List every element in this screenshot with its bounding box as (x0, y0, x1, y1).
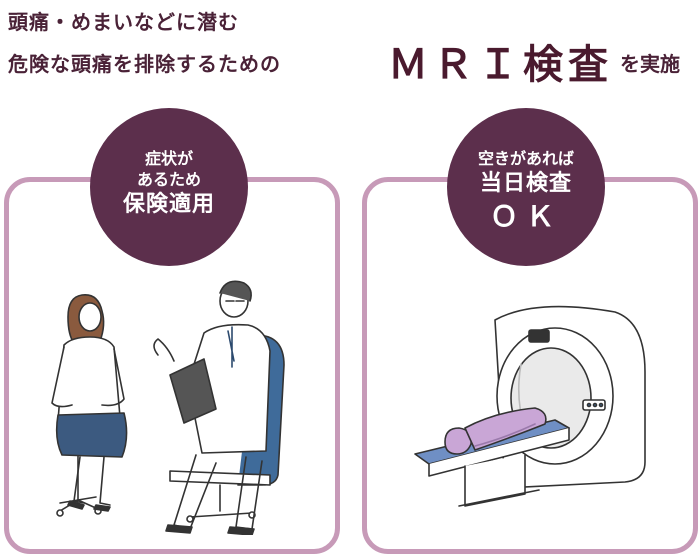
consultation-illustration (51, 280, 285, 535)
headline-tail: を実施 (620, 52, 680, 76)
same-day-badge-line-3: ＯＫ (489, 200, 562, 233)
headline-emphasis: ＭＲＩ検査 (388, 42, 613, 88)
insurance-badge: 症状が あるため 保険適用 (90, 108, 248, 266)
same-day-badge-line-1: 空きがあれば (477, 149, 574, 168)
headline-line-2: 危険な頭痛を排除するための (8, 52, 281, 76)
headline-line-1: 頭痛・めまいなどに潜む (8, 10, 239, 34)
insurance-badge-line-2: あるため (136, 170, 201, 189)
insurance-badge-line-1: 症状が (144, 149, 193, 168)
insurance-badge-line-3: 保険適用 (122, 192, 215, 217)
patient-figure (51, 294, 128, 512)
doctor-figure (153, 280, 271, 535)
patient-lying (444, 407, 547, 455)
same-day-badge-line-2: 当日検査 (479, 171, 572, 196)
mri-illustration (414, 305, 646, 507)
same-day-badge: 空きがあれば 当日検査 ＯＫ (447, 108, 605, 266)
